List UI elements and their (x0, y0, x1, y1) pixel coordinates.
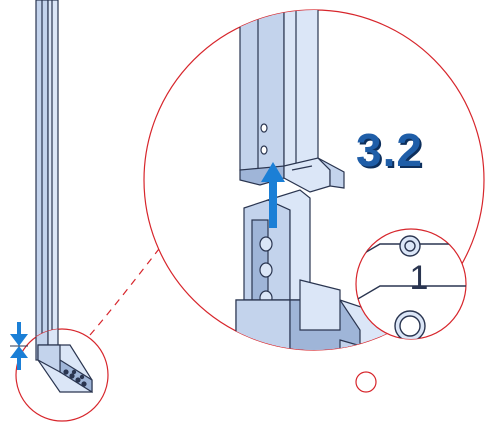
left-vertical-profile (35, 0, 59, 346)
upper-profile (239, 10, 345, 193)
detail-number: 1 (409, 259, 429, 297)
small-detail-callout (355, 228, 467, 340)
main-detail-callout (143, 9, 485, 393)
corner-bracket (235, 189, 421, 350)
left-detail-callout (15, 328, 109, 422)
up-arrow-icon (261, 162, 285, 228)
step-label: 3.2 (356, 124, 423, 176)
clamp-arrows-icon (10, 322, 28, 370)
focus-circle (355, 371, 377, 393)
dashed-connector (89, 234, 171, 336)
